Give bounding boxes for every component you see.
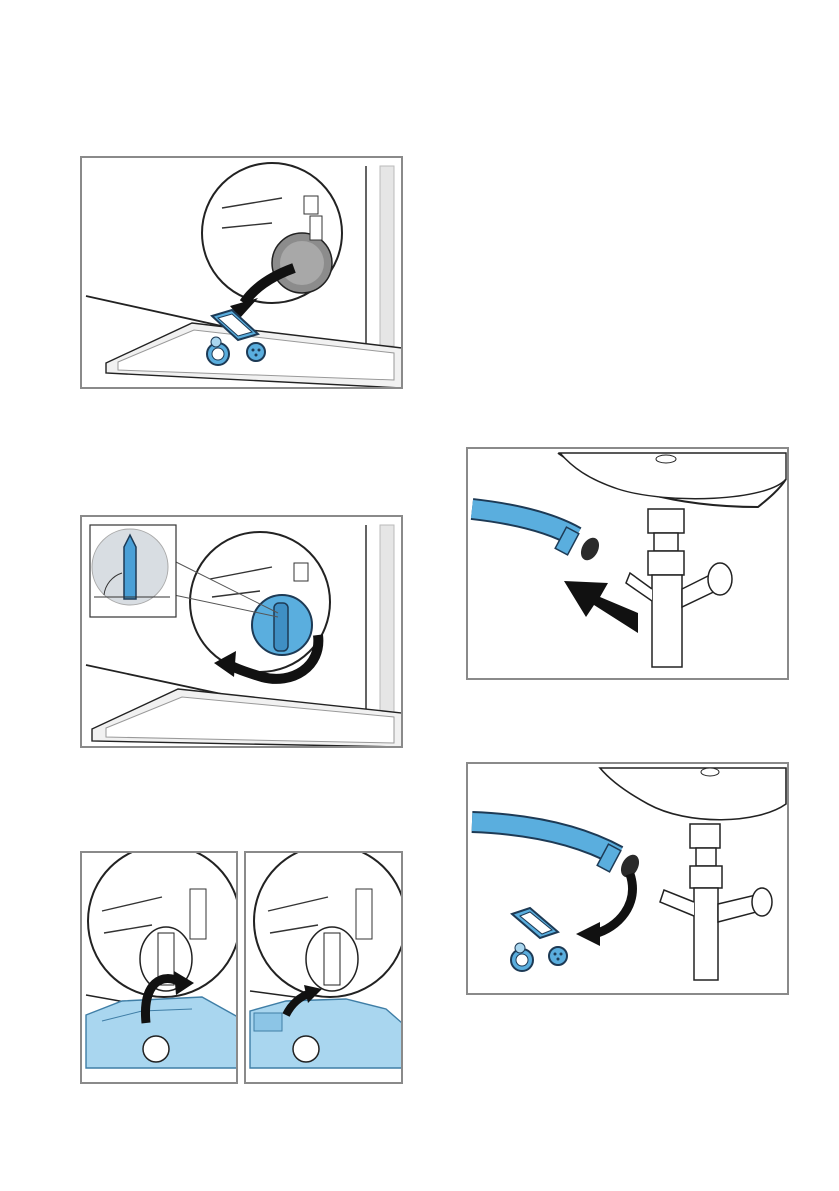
base-panel-insert-icon [246,853,403,1084]
figure-drain-filter-unscrew [80,515,403,748]
pump-cover-open-icon [82,158,403,389]
filter-rotate-icon [82,517,403,748]
figure-drain-hose-parts [466,762,789,995]
figure-base-panel-step-2 [244,851,403,1084]
figure-drain-hose-remove [466,447,789,680]
hose-parts-icon [468,764,789,995]
figure-base-panel-step-1 [80,851,238,1084]
drain-hose-icon [468,449,789,680]
base-panel-lift-icon [82,853,238,1084]
figure-drain-filter-removal [80,156,403,389]
